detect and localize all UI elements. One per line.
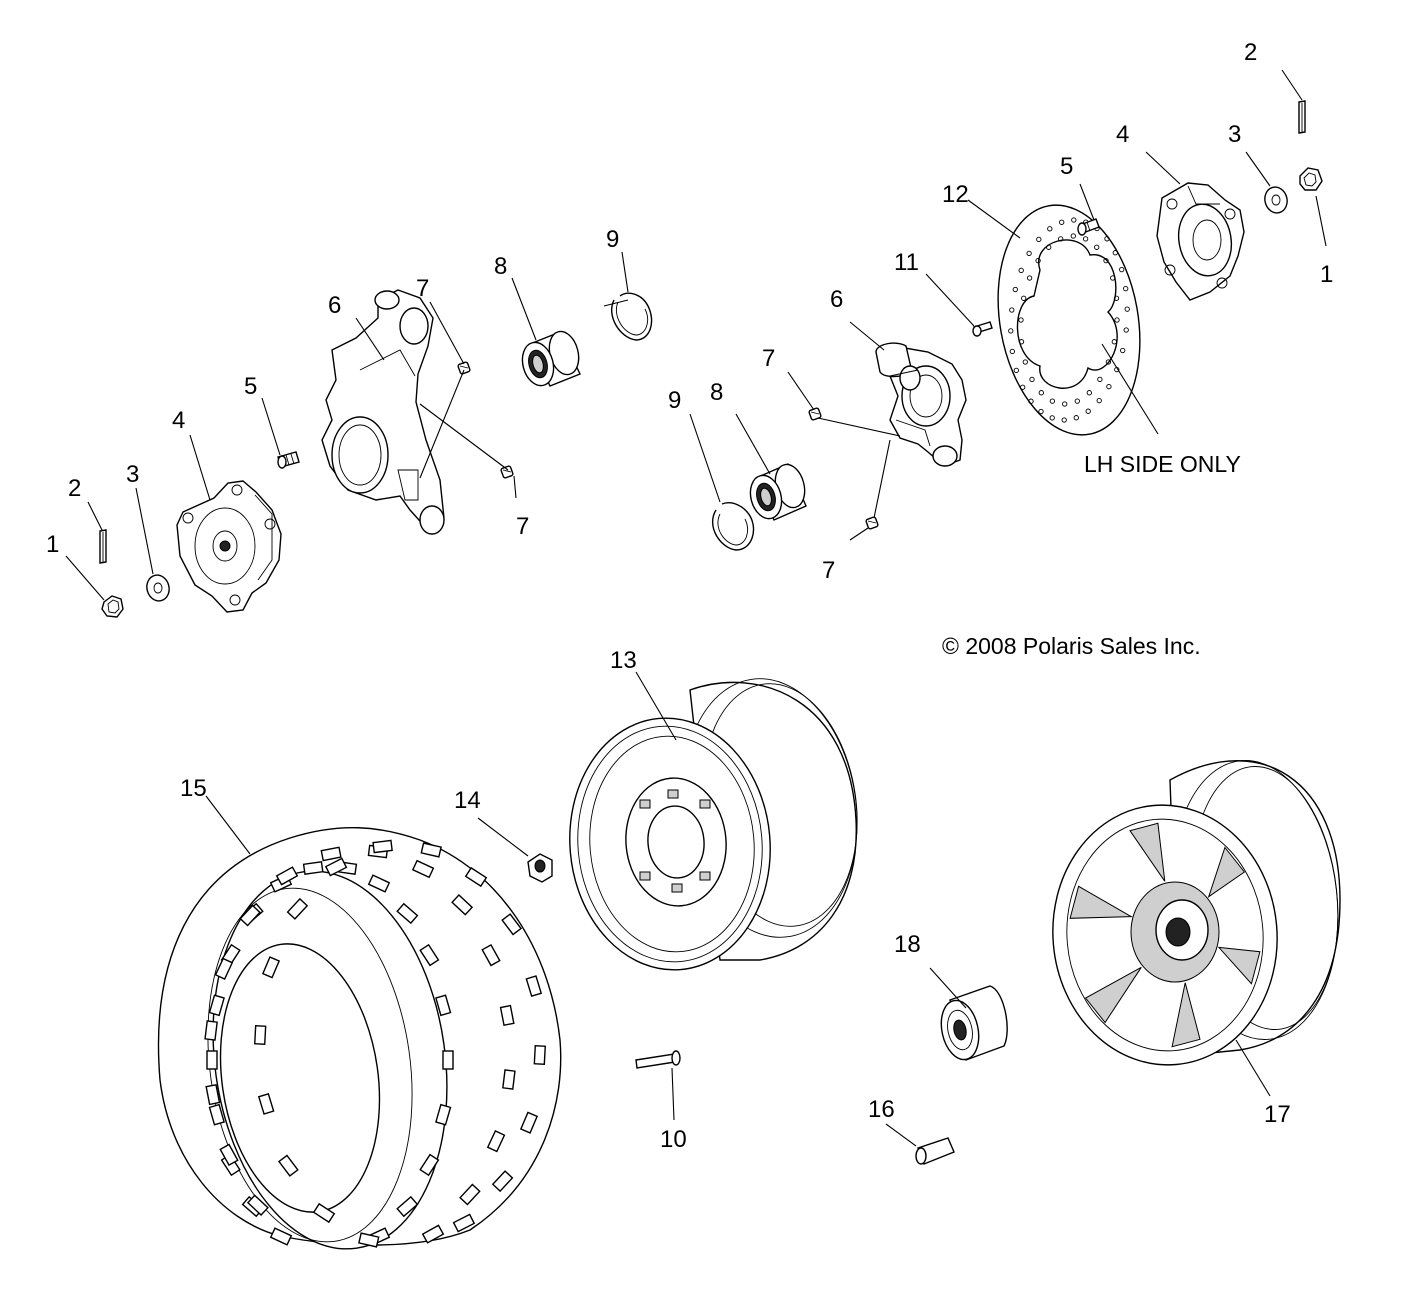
callout-2-right: 2 (1244, 39, 1257, 66)
callout-11: 11 (894, 249, 919, 276)
callout-8-right: 8 (710, 379, 723, 406)
lh-side-only-note: LH SIDE ONLY (1084, 451, 1241, 477)
callout-15: 15 (180, 775, 207, 802)
lug-nut (527, 853, 553, 883)
callout-1-left: 1 (46, 531, 59, 558)
wheel-stud-right (1077, 218, 1100, 236)
center-cap (940, 985, 1008, 1061)
callout-1-right: 1 (1320, 261, 1333, 288)
callout-6-left: 6 (328, 292, 341, 319)
wheel-hub-right (1156, 182, 1245, 301)
callout-6-right: 6 (830, 286, 843, 313)
callout-16: 16 (868, 1096, 895, 1123)
castle-nut-right (1299, 167, 1323, 191)
wheel-stud-left (277, 451, 300, 469)
callout-2-left: 2 (68, 475, 81, 502)
wheel-spokes (1069, 822, 1261, 1048)
set-screw-right-top (808, 407, 822, 421)
steering-knuckle-left (321, 289, 445, 535)
callout-9-left: 9 (606, 226, 619, 253)
steel-wheel (569, 678, 858, 971)
callout-7-left-bottom: 7 (516, 513, 529, 540)
callout-14: 14 (454, 787, 481, 814)
wheel-bearing-left (521, 330, 581, 387)
wheel-hub-left (176, 480, 282, 613)
callout-5-right: 5 (1060, 153, 1073, 180)
set-screw-right-bottom (865, 516, 879, 530)
wheel-bearing-right (749, 463, 807, 521)
callout-10: 10 (660, 1126, 687, 1153)
copyright-note: © 2008 Polaris Sales Inc. (942, 633, 1201, 659)
callout-7-left-top: 7 (416, 275, 429, 302)
cotter-pin-right (1298, 100, 1306, 134)
snap-ring-left (611, 292, 653, 341)
callout-9-right: 9 (668, 387, 681, 414)
cotter-pin-left (99, 529, 107, 564)
callout-7-right-top: 7 (762, 345, 775, 372)
callout-13: 13 (610, 647, 637, 674)
callout-4-left: 4 (172, 407, 185, 434)
tire-tread-lugs (204, 839, 546, 1248)
callout-4-right: 4 (1116, 121, 1129, 148)
aluminum-wheel (1052, 760, 1341, 1066)
set-screw-left-bottom (500, 465, 514, 479)
snap-ring-right (711, 502, 755, 551)
washer-right (1264, 186, 1288, 214)
callout-3-left: 3 (126, 461, 139, 488)
callout-12: 12 (942, 181, 969, 208)
callout-8-left: 8 (494, 253, 507, 280)
set-screw-left-top (457, 361, 471, 375)
callout-3-right: 3 (1228, 121, 1241, 148)
brake-disc-bolt (972, 321, 993, 337)
brake-disc (997, 204, 1141, 436)
callout-numbers: 1 2 3 4 5 6 7 7 8 9 9 8 7 7 6 11 12 5 4 … (46, 39, 1333, 1153)
tire (157, 826, 562, 1250)
callout-17: 17 (1264, 1101, 1291, 1128)
callout-5-left: 5 (244, 373, 257, 400)
callout-7-right-bottom: 7 (822, 557, 835, 584)
valve-stem (635, 1050, 681, 1069)
valve-cap (915, 1137, 955, 1165)
callout-18: 18 (894, 931, 921, 958)
castle-nut-left (101, 595, 124, 618)
leader-lines (65, 69, 1327, 1147)
steering-knuckle-right (875, 342, 967, 467)
washer-left (146, 574, 170, 602)
